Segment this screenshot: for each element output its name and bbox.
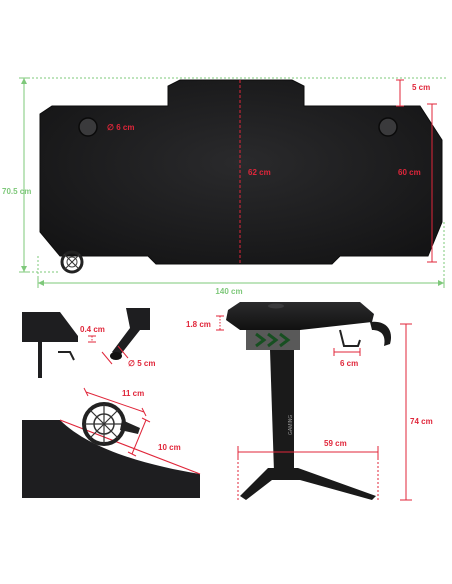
notch-depth-label: 5 cm	[412, 83, 430, 92]
wing-depth-dimension	[427, 103, 437, 263]
side-leg	[270, 350, 294, 476]
cup-holder-length-dimension	[83, 387, 147, 417]
height-label: 74 cm	[410, 417, 433, 426]
total-depth-label: 70.5 cm	[2, 187, 31, 196]
top-thickness-dimension	[216, 315, 224, 331]
cup-holder-width-label: 10 cm	[158, 443, 181, 452]
svg-text:GAMING: GAMING	[288, 415, 294, 435]
notch-dimension	[396, 79, 404, 107]
right-cable-hole	[378, 117, 398, 137]
cable-hole-label: ∅ 6 cm	[107, 123, 134, 132]
foot-diameter-label: ∅ 5 cm	[128, 359, 155, 368]
wing-depth-label: 60 cm	[398, 168, 421, 177]
hook-depth-dimension	[333, 348, 361, 356]
edge-corner-image	[22, 312, 78, 342]
base-width-dimension	[237, 446, 379, 500]
edge-thickness-label: 0.4 cm	[80, 325, 105, 334]
left-cable-hole	[78, 117, 98, 137]
total-width-label: 140 cm	[215, 287, 242, 296]
edge-detail-panel: 0.4 cm ∅ 5 cm	[22, 308, 202, 378]
cup-holder-desk-corner	[22, 420, 200, 498]
base-width-label: 59 cm	[324, 439, 347, 448]
cup-holder-length-label: 11 cm	[122, 389, 144, 398]
desktop-surface	[39, 79, 443, 265]
height-dimension	[400, 323, 412, 501]
cup-holder-ring-icon	[82, 402, 140, 446]
hook-depth-label: 6 cm	[340, 359, 358, 368]
side-desktop	[226, 302, 374, 330]
depth-dimension	[19, 77, 446, 273]
headphone-hook	[370, 321, 392, 346]
thickness-dimension	[88, 335, 96, 343]
center-depth-label: 62 cm	[248, 168, 271, 177]
cup-holder-detail-panel: 11 cm 10 cm	[22, 387, 201, 498]
desk-side-view: GAMING 1.8 cm 6 cm 74 cm	[186, 302, 433, 501]
width-dimension	[37, 222, 445, 288]
cup-holder-icon	[60, 250, 84, 274]
top-thickness-label: 1.8 cm	[186, 320, 211, 329]
foot-dimension	[101, 345, 129, 365]
leg-foot-image	[112, 308, 150, 358]
cup-holder-width-dimension	[127, 417, 151, 457]
desk-top-view: 140 cm 70.5 cm 62 cm 60 cm	[2, 77, 446, 296]
side-base	[240, 468, 376, 500]
